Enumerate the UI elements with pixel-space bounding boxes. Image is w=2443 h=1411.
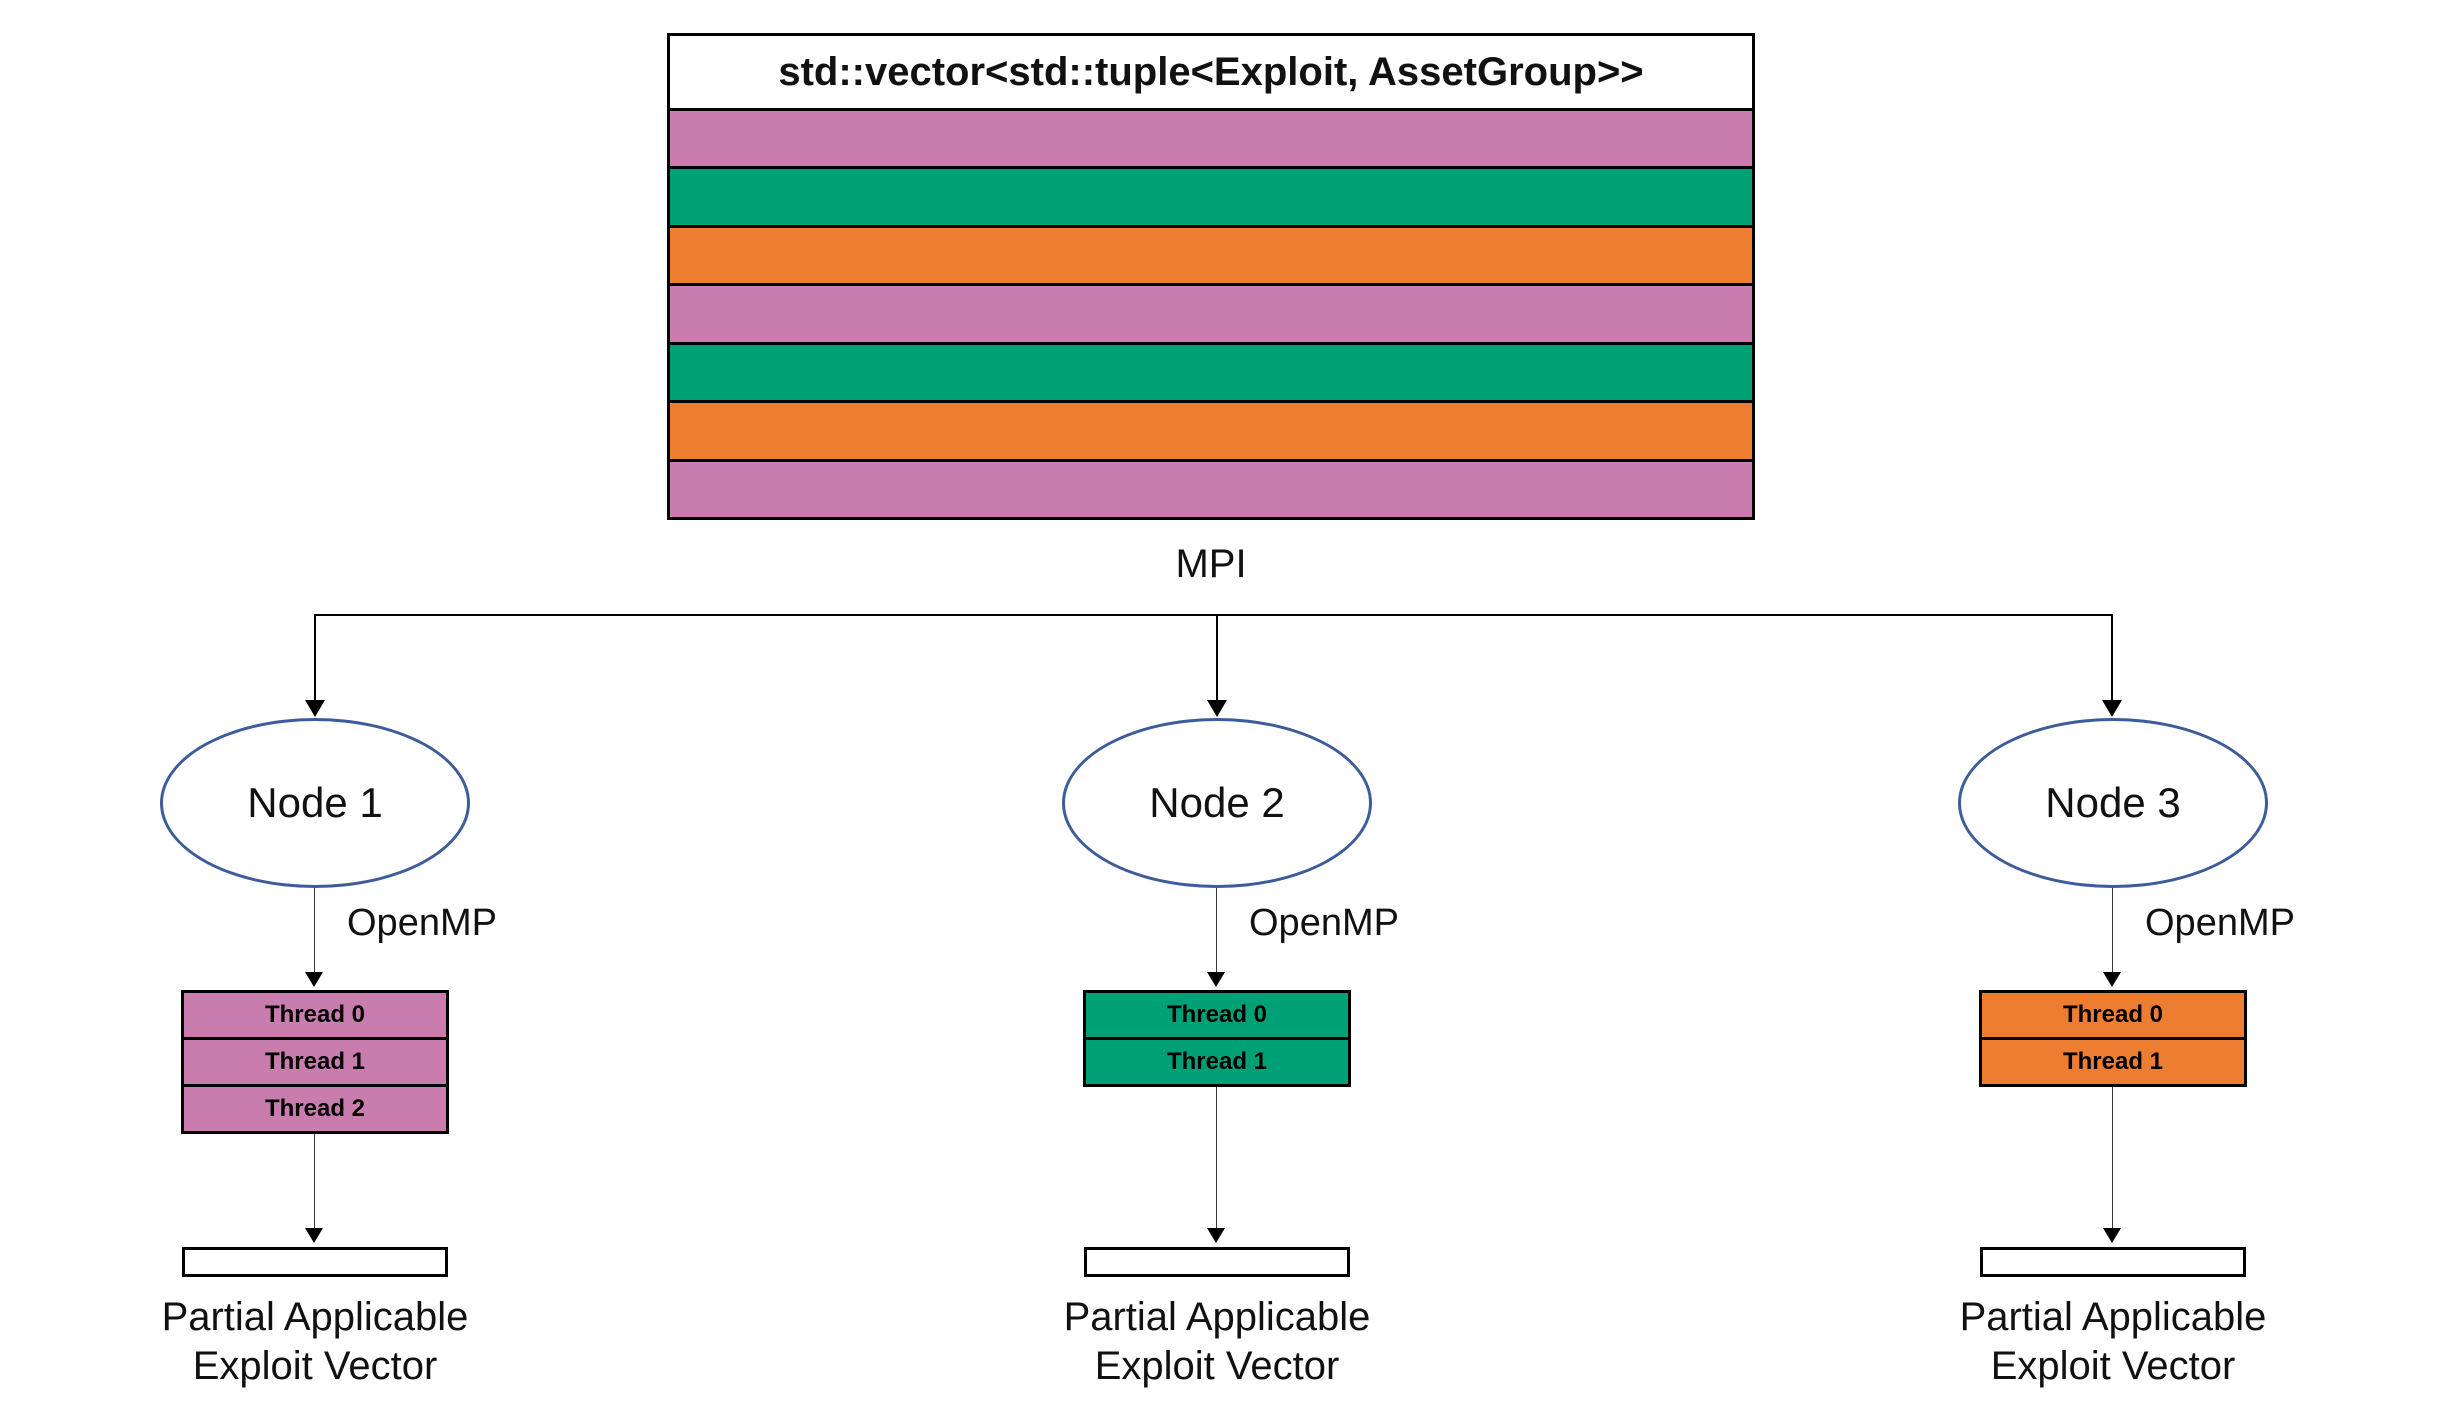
output-label-line: Exploit Vector: [192, 1344, 438, 1388]
output-label-line: Partial Applicable: [1959, 1295, 2267, 1339]
node-1-openmp-line: [314, 888, 315, 974]
thread-row: Thread 1: [1979, 1037, 2247, 1087]
node-3-output-line: [2112, 1087, 2113, 1230]
arrow-node-3-to-threads: [2103, 972, 2121, 987]
vector-stripe-6: [670, 403, 1752, 462]
node-2-label: Node 2: [1149, 779, 1285, 826]
node-1-output-line: [314, 1134, 315, 1230]
vector-stripe-3: [670, 227, 1752, 287]
node-3-label: Node 3: [2045, 779, 2181, 826]
openmp-label-1: OpenMP: [347, 902, 497, 944]
mpi-label: MPI: [1175, 542, 1247, 586]
output-box-2: [1084, 1247, 1350, 1277]
mpi-branch-line-1: [314, 614, 316, 702]
arrow-node-2-to-threads: [1207, 972, 1225, 987]
arrow-to-node-1: [305, 700, 325, 717]
arrow-to-node-2: [1207, 700, 1227, 717]
output-box-3: [1980, 1247, 2246, 1277]
node-2-openmp-line: [1216, 888, 1217, 974]
node-2-ellipse: Node 2: [1062, 718, 1372, 888]
vector-stripe-5: [670, 344, 1752, 404]
output-label-1: Partial Applicable Exploit Vector: [55, 1293, 575, 1391]
openmp-label-3: OpenMP: [2145, 902, 2295, 944]
thread-stack-2: Thread 0 Thread 1: [1083, 990, 1351, 1087]
node-2-output-line: [1216, 1087, 1217, 1230]
thread-label: Thread 0: [2062, 1001, 2164, 1028]
node-3-ellipse: Node 3: [1958, 718, 2268, 888]
arrow-threads-3-to-output: [2103, 1228, 2121, 1243]
thread-label: Thread 1: [1166, 1048, 1268, 1075]
arrow-threads-2-to-output: [1207, 1228, 1225, 1243]
thread-label: Thread 2: [264, 1095, 366, 1122]
vector-stripe-4: [670, 286, 1752, 345]
mpi-fanout-line: [315, 614, 2112, 616]
vector-stripe-2: [670, 169, 1752, 228]
output-box-1: [182, 1247, 448, 1277]
node-3-openmp-line: [2112, 888, 2113, 974]
output-label-line: Partial Applicable: [1063, 1295, 1371, 1339]
node-1-ellipse: Node 1: [160, 718, 470, 888]
mpi-branch-line-2: [1216, 614, 1218, 702]
thread-row: Thread 2: [181, 1084, 449, 1134]
openmp-label-2: OpenMP: [1249, 902, 1399, 944]
thread-label: Thread 0: [1166, 1001, 1268, 1028]
thread-row: Thread 0: [1979, 990, 2247, 1040]
thread-label: Thread 1: [2062, 1048, 2164, 1075]
thread-row: Thread 1: [181, 1037, 449, 1087]
output-label-line: Exploit Vector: [1990, 1344, 2236, 1388]
thread-label: Thread 0: [264, 1001, 366, 1028]
output-label-line: Partial Applicable: [161, 1295, 469, 1339]
thread-row: Thread 1: [1083, 1037, 1351, 1087]
vector-box-title: std::vector<std::tuple<Exploit, AssetGro…: [670, 36, 1752, 111]
arrow-threads-1-to-output: [305, 1228, 323, 1243]
thread-stack-3: Thread 0 Thread 1: [1979, 990, 2247, 1087]
thread-row: Thread 0: [181, 990, 449, 1040]
vector-stripe-7: [670, 461, 1752, 517]
arrow-to-node-3: [2102, 700, 2122, 717]
mpi-branch-line-3: [2111, 614, 2113, 702]
output-label-2: Partial Applicable Exploit Vector: [957, 1293, 1477, 1391]
arrow-node-1-to-threads: [305, 972, 323, 987]
thread-row: Thread 0: [1083, 990, 1351, 1040]
vector-stripe-1: [670, 111, 1752, 170]
output-label-3: Partial Applicable Exploit Vector: [1853, 1293, 2373, 1391]
thread-stack-1: Thread 0 Thread 1 Thread 2: [181, 990, 449, 1134]
node-1-label: Node 1: [247, 779, 383, 826]
thread-label: Thread 1: [264, 1048, 366, 1075]
output-label-line: Exploit Vector: [1094, 1344, 1340, 1388]
vector-box: std::vector<std::tuple<Exploit, AssetGro…: [667, 33, 1755, 520]
